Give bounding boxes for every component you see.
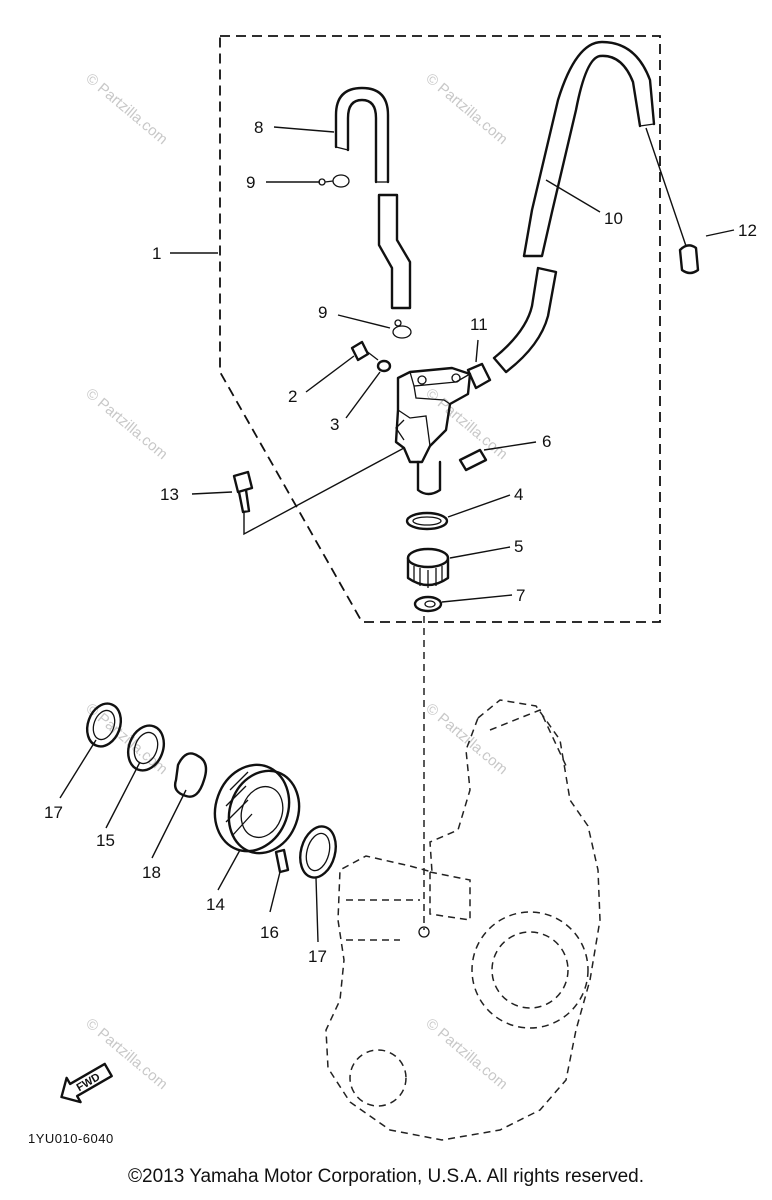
bearing-washer <box>126 724 166 772</box>
callout-13: 13 <box>160 485 179 504</box>
callout-12: 12 <box>738 221 757 240</box>
parts-diagram: © Partzilla.com © Partzilla.com © Partzi… <box>28 35 757 1146</box>
hose-clip-lower <box>392 319 412 339</box>
wave-ring <box>173 752 208 798</box>
hose-cap <box>678 244 700 275</box>
callout-7: 7 <box>516 586 525 605</box>
copyright-notice: ©2013 Yamaha Motor Corporation, U.S.A. A… <box>128 1166 644 1187</box>
callout-4: 4 <box>514 485 523 504</box>
watermark: © Partzilla.com <box>422 385 510 463</box>
callout-15: 15 <box>96 831 115 850</box>
leader-lines <box>59 126 735 943</box>
oil-hose-upper <box>334 86 390 184</box>
pump-washer <box>376 359 392 373</box>
crankcase-cover <box>325 699 601 1141</box>
oil-delivery-hose <box>522 40 656 258</box>
pump-screw <box>350 340 379 362</box>
watermark: © Partzilla.com <box>422 70 510 148</box>
oil-delivery-hose-lower <box>492 266 558 374</box>
callout-14: 14 <box>206 895 225 914</box>
o-ring <box>405 511 449 531</box>
callout-5: 5 <box>514 537 523 556</box>
callout-8: 8 <box>254 118 263 137</box>
callout-2: 2 <box>288 387 297 406</box>
oil-hose-middle <box>377 193 412 310</box>
pump-drive-gear <box>406 547 450 588</box>
watermark: © Partzilla.com <box>82 70 170 148</box>
callout-1: 1 <box>152 244 161 263</box>
callouts: 1 2 3 4 5 6 7 8 9 9 10 11 12 13 14 15 16… <box>44 118 757 966</box>
callout-11: 11 <box>470 315 488 334</box>
oil-seal-inner <box>299 825 337 879</box>
watermark: © Partzilla.com <box>82 385 170 463</box>
hose-clip-upper <box>318 174 350 188</box>
oil-delivery-hose <box>522 54 642 258</box>
callout-9-lower: 9 <box>318 303 327 322</box>
callout-3: 3 <box>330 415 339 434</box>
callout-6: 6 <box>542 432 551 451</box>
assembly-boundary <box>219 35 661 623</box>
mounting-bolt <box>232 470 254 514</box>
watermark: © Partzilla.com <box>422 700 510 778</box>
callout-18: 18 <box>142 863 161 882</box>
watermarks: © Partzilla.com © Partzilla.com © Partzi… <box>82 70 510 1093</box>
ball-bearing <box>213 763 301 855</box>
oil-seal-outer <box>85 702 123 748</box>
hose-fitting <box>466 362 492 390</box>
watermark: © Partzilla.com <box>422 1015 510 1093</box>
diagram-code: 1YU010-6040 <box>28 1131 114 1146</box>
oil-pump-body <box>394 366 472 496</box>
callout-16: 16 <box>260 923 279 942</box>
forward-arrow-icon: FWD <box>60 1062 113 1104</box>
callout-9-upper: 9 <box>246 173 255 192</box>
dowel-pin <box>458 448 488 472</box>
callout-10: 10 <box>604 209 623 228</box>
callout-17-right: 17 <box>308 947 327 966</box>
callout-17-left: 17 <box>44 803 63 822</box>
locating-pin <box>274 848 290 874</box>
circlip <box>413 595 443 613</box>
oil-hose-upper <box>346 98 378 184</box>
